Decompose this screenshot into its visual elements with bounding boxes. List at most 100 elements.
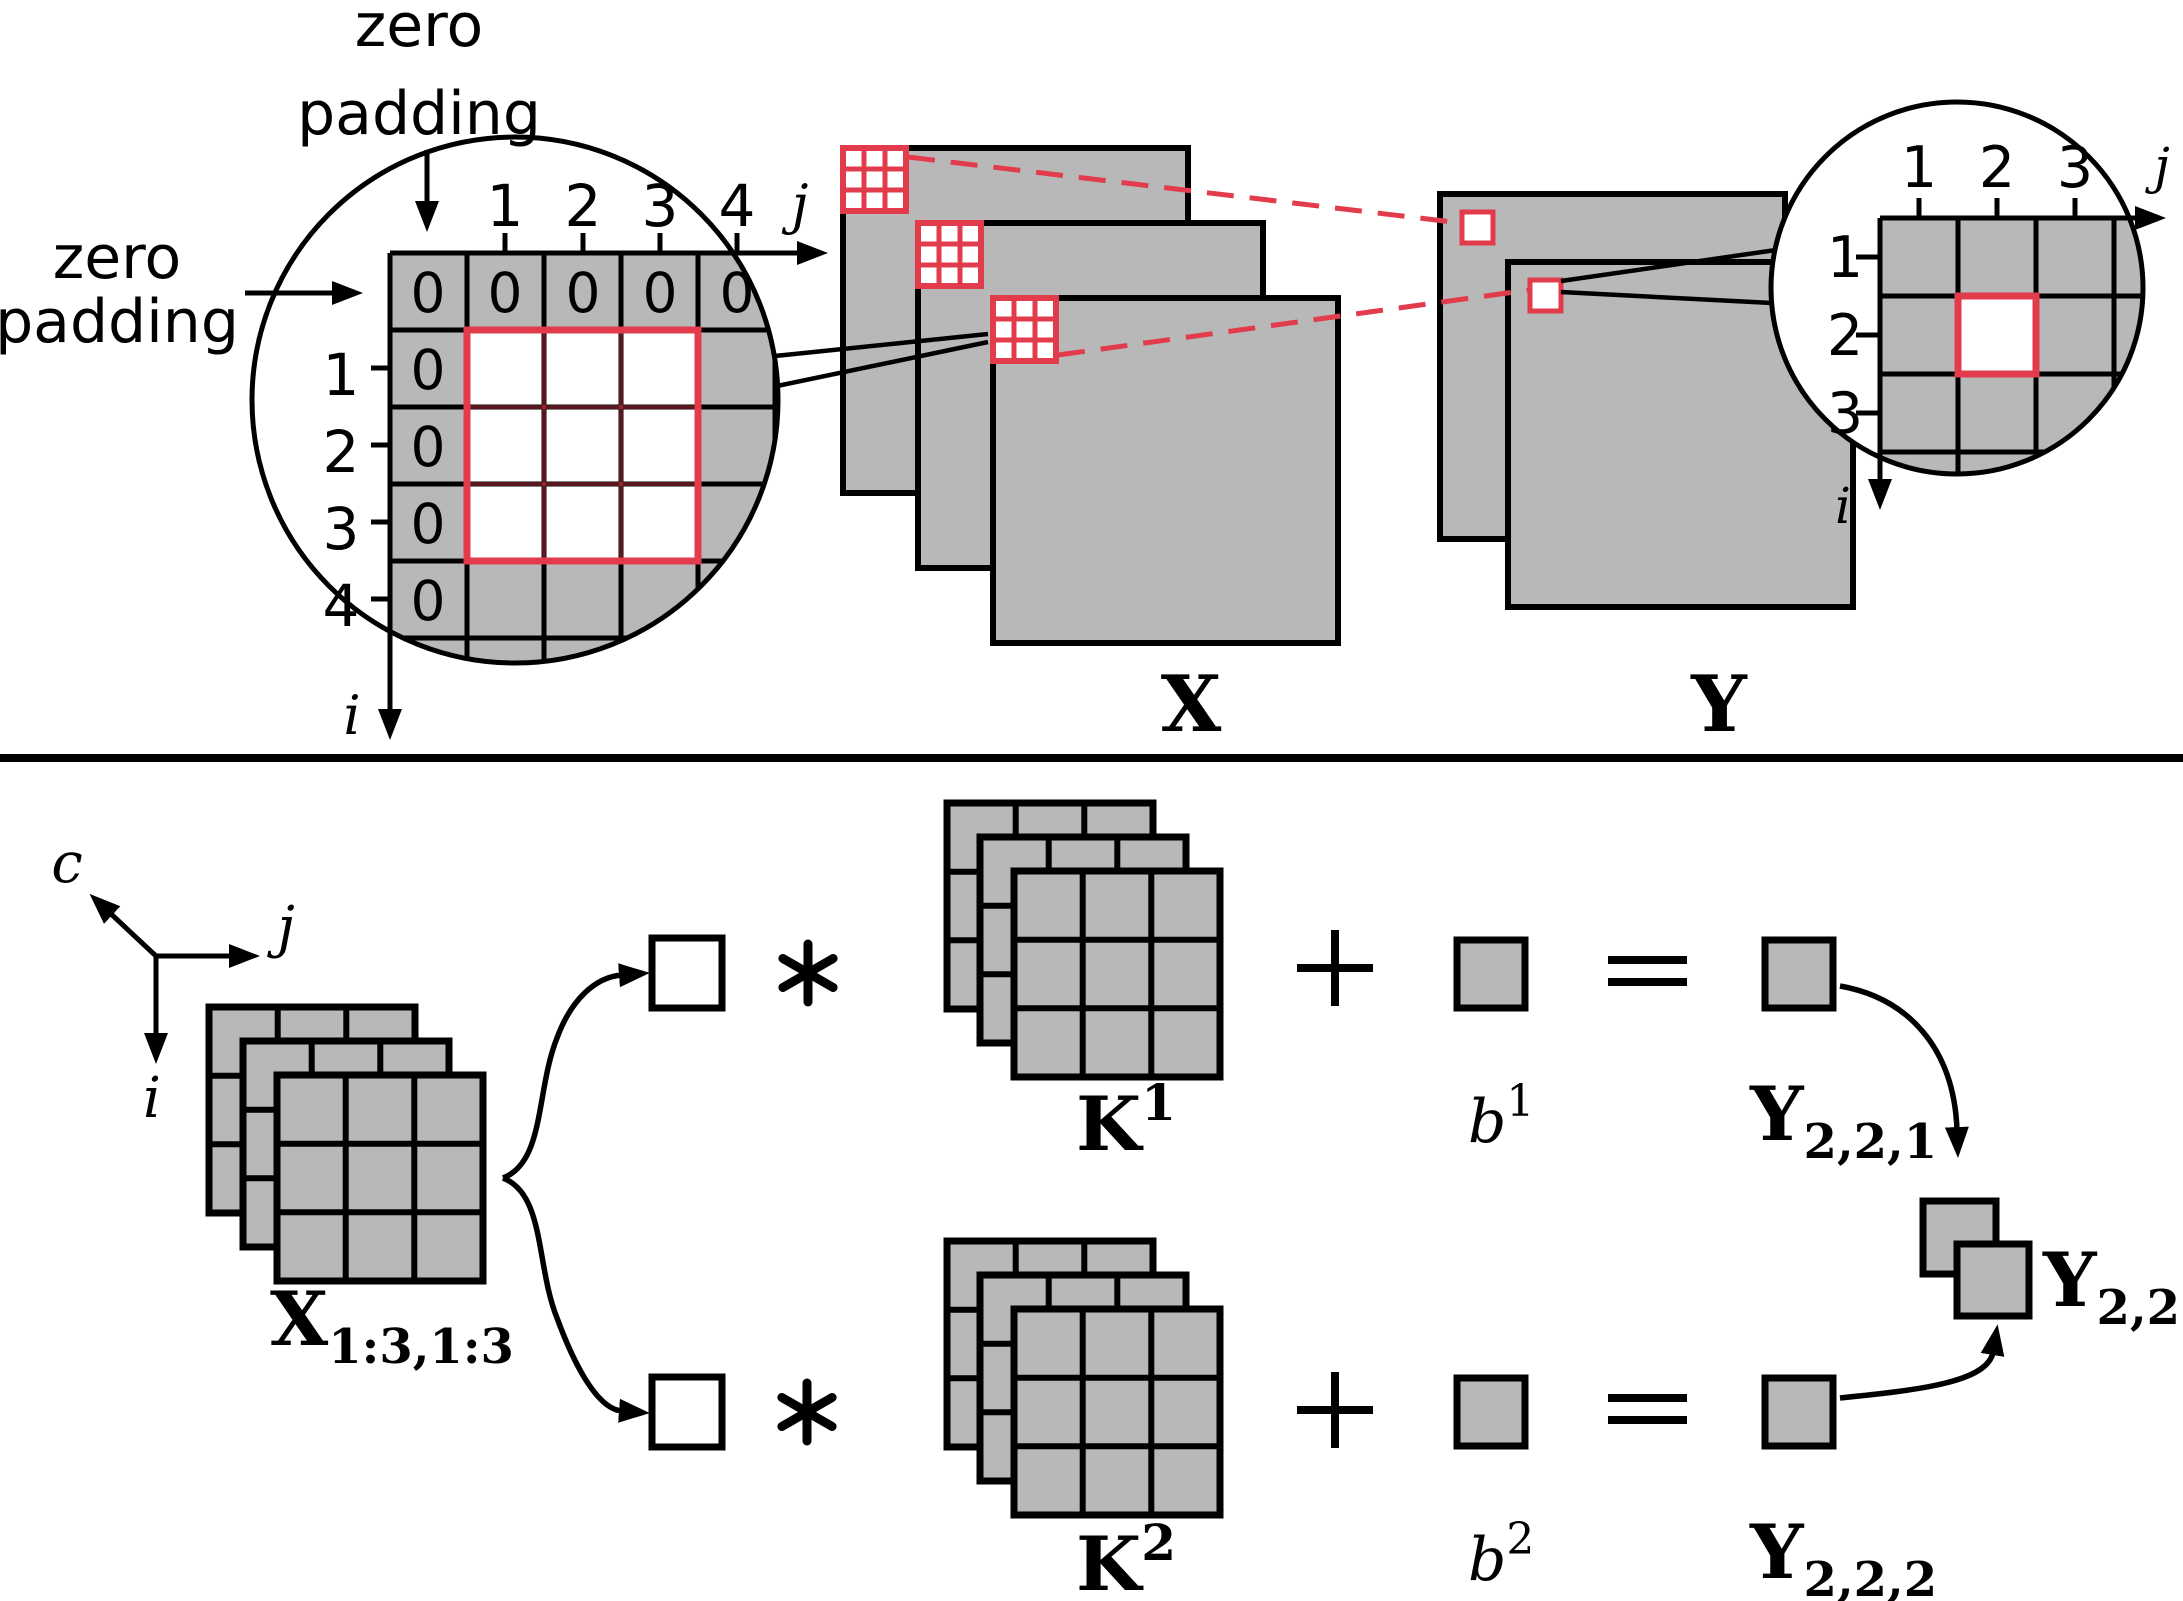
equals-operator-2 bbox=[1608, 1394, 1687, 1424]
dashed-line-channel1 bbox=[907, 154, 1462, 226]
highlighted-output-cell bbox=[1954, 292, 2040, 378]
kernel2-stack bbox=[947, 1241, 1220, 1515]
output2-square bbox=[1761, 1374, 1837, 1450]
plus-operator-1 bbox=[1297, 930, 1373, 1006]
i-axis-label: i bbox=[343, 684, 360, 747]
c-axis-arrow bbox=[89, 893, 158, 958]
convolution-asterisk-icon bbox=[782, 1383, 832, 1441]
output-grid-column-ticks bbox=[1916, 198, 2078, 216]
output-grid-row-labels: 1 2 3 bbox=[1827, 225, 1863, 447]
zero-padding-annotations: zero padding zero padding bbox=[0, 0, 541, 357]
col-label-3: 3 bbox=[2057, 135, 2093, 201]
output-grid bbox=[1877, 215, 2143, 474]
output-cell-channel-2 bbox=[1530, 280, 1561, 311]
zero-cell: 0 bbox=[411, 569, 446, 633]
zero-padding-left-label-line1: zero bbox=[53, 223, 181, 293]
kernel2-label: K2 bbox=[1076, 1513, 1176, 1601]
zero-values: 0 0 0 0 0 0 0 0 0 bbox=[411, 261, 755, 633]
col-label-2: 2 bbox=[1979, 135, 2015, 201]
kernel1-stack bbox=[947, 803, 1220, 1077]
padded-input-grid: 0 0 0 0 0 0 0 0 0 bbox=[387, 250, 778, 663]
branch-arrow-to-kernel1 bbox=[501, 963, 650, 1181]
bias1-label: b1 bbox=[1468, 1076, 1534, 1157]
zero-cell: 0 bbox=[411, 338, 446, 402]
padded-grid-row-ticks bbox=[371, 365, 389, 602]
merge-arrow-from-output1 bbox=[1839, 983, 1969, 1158]
kernel1-label: K1 bbox=[1076, 1073, 1176, 1168]
col-label-2: 2 bbox=[565, 172, 602, 240]
j-axis-label: j bbox=[2144, 137, 2170, 195]
input-slice-label-subscript: 1:3,1:3 bbox=[328, 1319, 514, 1375]
zero-cell: 0 bbox=[643, 261, 678, 325]
receptive-field-box bbox=[463, 326, 702, 565]
output1-label: Y2,2,1 bbox=[1749, 1070, 1937, 1170]
combined-output-label: Y2,2 bbox=[2042, 1236, 2180, 1336]
input-slice-label: X1:3,1:3 bbox=[270, 1275, 514, 1375]
zero-cell: 0 bbox=[720, 261, 755, 325]
convolution-asterisk-icon bbox=[783, 944, 833, 1002]
input-patch-square-1 bbox=[648, 934, 726, 1012]
bias2-label-base: b bbox=[1468, 1525, 1506, 1595]
combined-output-label-base: Y bbox=[2042, 1236, 2098, 1324]
row-label-2: 2 bbox=[323, 418, 360, 486]
combined-output: Y2,2 bbox=[1839, 983, 2180, 1401]
row-label-4: 4 bbox=[323, 572, 360, 640]
zero-cell: 0 bbox=[411, 492, 446, 556]
convolution-row-2: K2 b2 Y2,2,2 bbox=[648, 1241, 1937, 1601]
input-slice-channel-3 bbox=[277, 1075, 483, 1281]
zero-padding-top-label-line1: zero bbox=[355, 0, 483, 61]
zero-padding-left-label-line2: padding bbox=[0, 287, 239, 357]
left-lens-wedge bbox=[774, 331, 989, 389]
output1-square bbox=[1761, 936, 1837, 1012]
bias2-label: b2 bbox=[1468, 1514, 1534, 1595]
row-label-1: 1 bbox=[323, 341, 360, 409]
zero-cell: 0 bbox=[488, 261, 523, 325]
j-axis-label: j bbox=[782, 173, 809, 236]
kernel-footprint-channel-2 bbox=[918, 223, 981, 286]
right-lens-wedge bbox=[1560, 247, 1777, 306]
output-cell-channel-1 bbox=[1462, 212, 1493, 243]
output-grid-column-labels: 1 2 3 bbox=[1901, 135, 2093, 201]
input-patch-square-2 bbox=[648, 1373, 726, 1451]
padded-grid-row-labels: 1 2 3 4 bbox=[323, 341, 360, 640]
input-slice-stack bbox=[209, 1007, 483, 1281]
panel-divider bbox=[0, 754, 2183, 762]
combined-output-square-front bbox=[1953, 1240, 2033, 1320]
output-grid-row-ticks bbox=[1856, 254, 1878, 416]
kernel1-label-superscript: 1 bbox=[1141, 1073, 1176, 1132]
kernel-footprint-channel-1 bbox=[843, 148, 906, 211]
branch-arrows bbox=[501, 963, 650, 1423]
i-axis-label: i bbox=[143, 1066, 161, 1131]
correspondence-dashed-lines bbox=[907, 154, 1530, 358]
output1-label-base: Y bbox=[1749, 1070, 1805, 1158]
kernel2-label-superscript: 2 bbox=[1141, 1513, 1176, 1572]
input-tensor-label: X bbox=[1161, 659, 1222, 750]
bias1-label-base: b bbox=[1468, 1087, 1506, 1157]
col-label-1: 1 bbox=[1901, 135, 1937, 201]
merge-arrow-from-output2 bbox=[1839, 1324, 2005, 1401]
row-label-3: 3 bbox=[323, 495, 360, 563]
output2-label-subscript: 2,2,2 bbox=[1804, 1552, 1938, 1601]
col-label-3: 3 bbox=[642, 172, 679, 240]
output2-label: Y2,2,2 bbox=[1749, 1508, 1937, 1601]
output1-label-subscript: 2,2,1 bbox=[1804, 1114, 1938, 1170]
zero-padding-top-label-line2: padding bbox=[297, 79, 541, 149]
equals-operator-1 bbox=[1608, 956, 1687, 986]
kernel2-label-base: K bbox=[1076, 1520, 1144, 1601]
zero-cell: 0 bbox=[566, 261, 601, 325]
output2-label-base: Y bbox=[1749, 1508, 1805, 1596]
dashed-line-channel3 bbox=[1057, 287, 1530, 358]
bias2-label-superscript: 2 bbox=[1506, 1514, 1534, 1565]
kernel1-label-base: K bbox=[1076, 1080, 1144, 1168]
c-axis-label: c bbox=[51, 831, 82, 896]
i-axis-label: i bbox=[1835, 477, 1851, 535]
plus-operator-2 bbox=[1297, 1372, 1373, 1448]
kernel2-channel-3 bbox=[1014, 1309, 1220, 1515]
output-magnifier: 1 2 3 1 2 3 j i bbox=[1768, 99, 2170, 535]
zero-cell: 0 bbox=[411, 261, 446, 325]
zero-cell: 0 bbox=[411, 415, 446, 479]
bias1-square bbox=[1453, 936, 1529, 1012]
padded-grid-column-ticks bbox=[502, 233, 740, 251]
